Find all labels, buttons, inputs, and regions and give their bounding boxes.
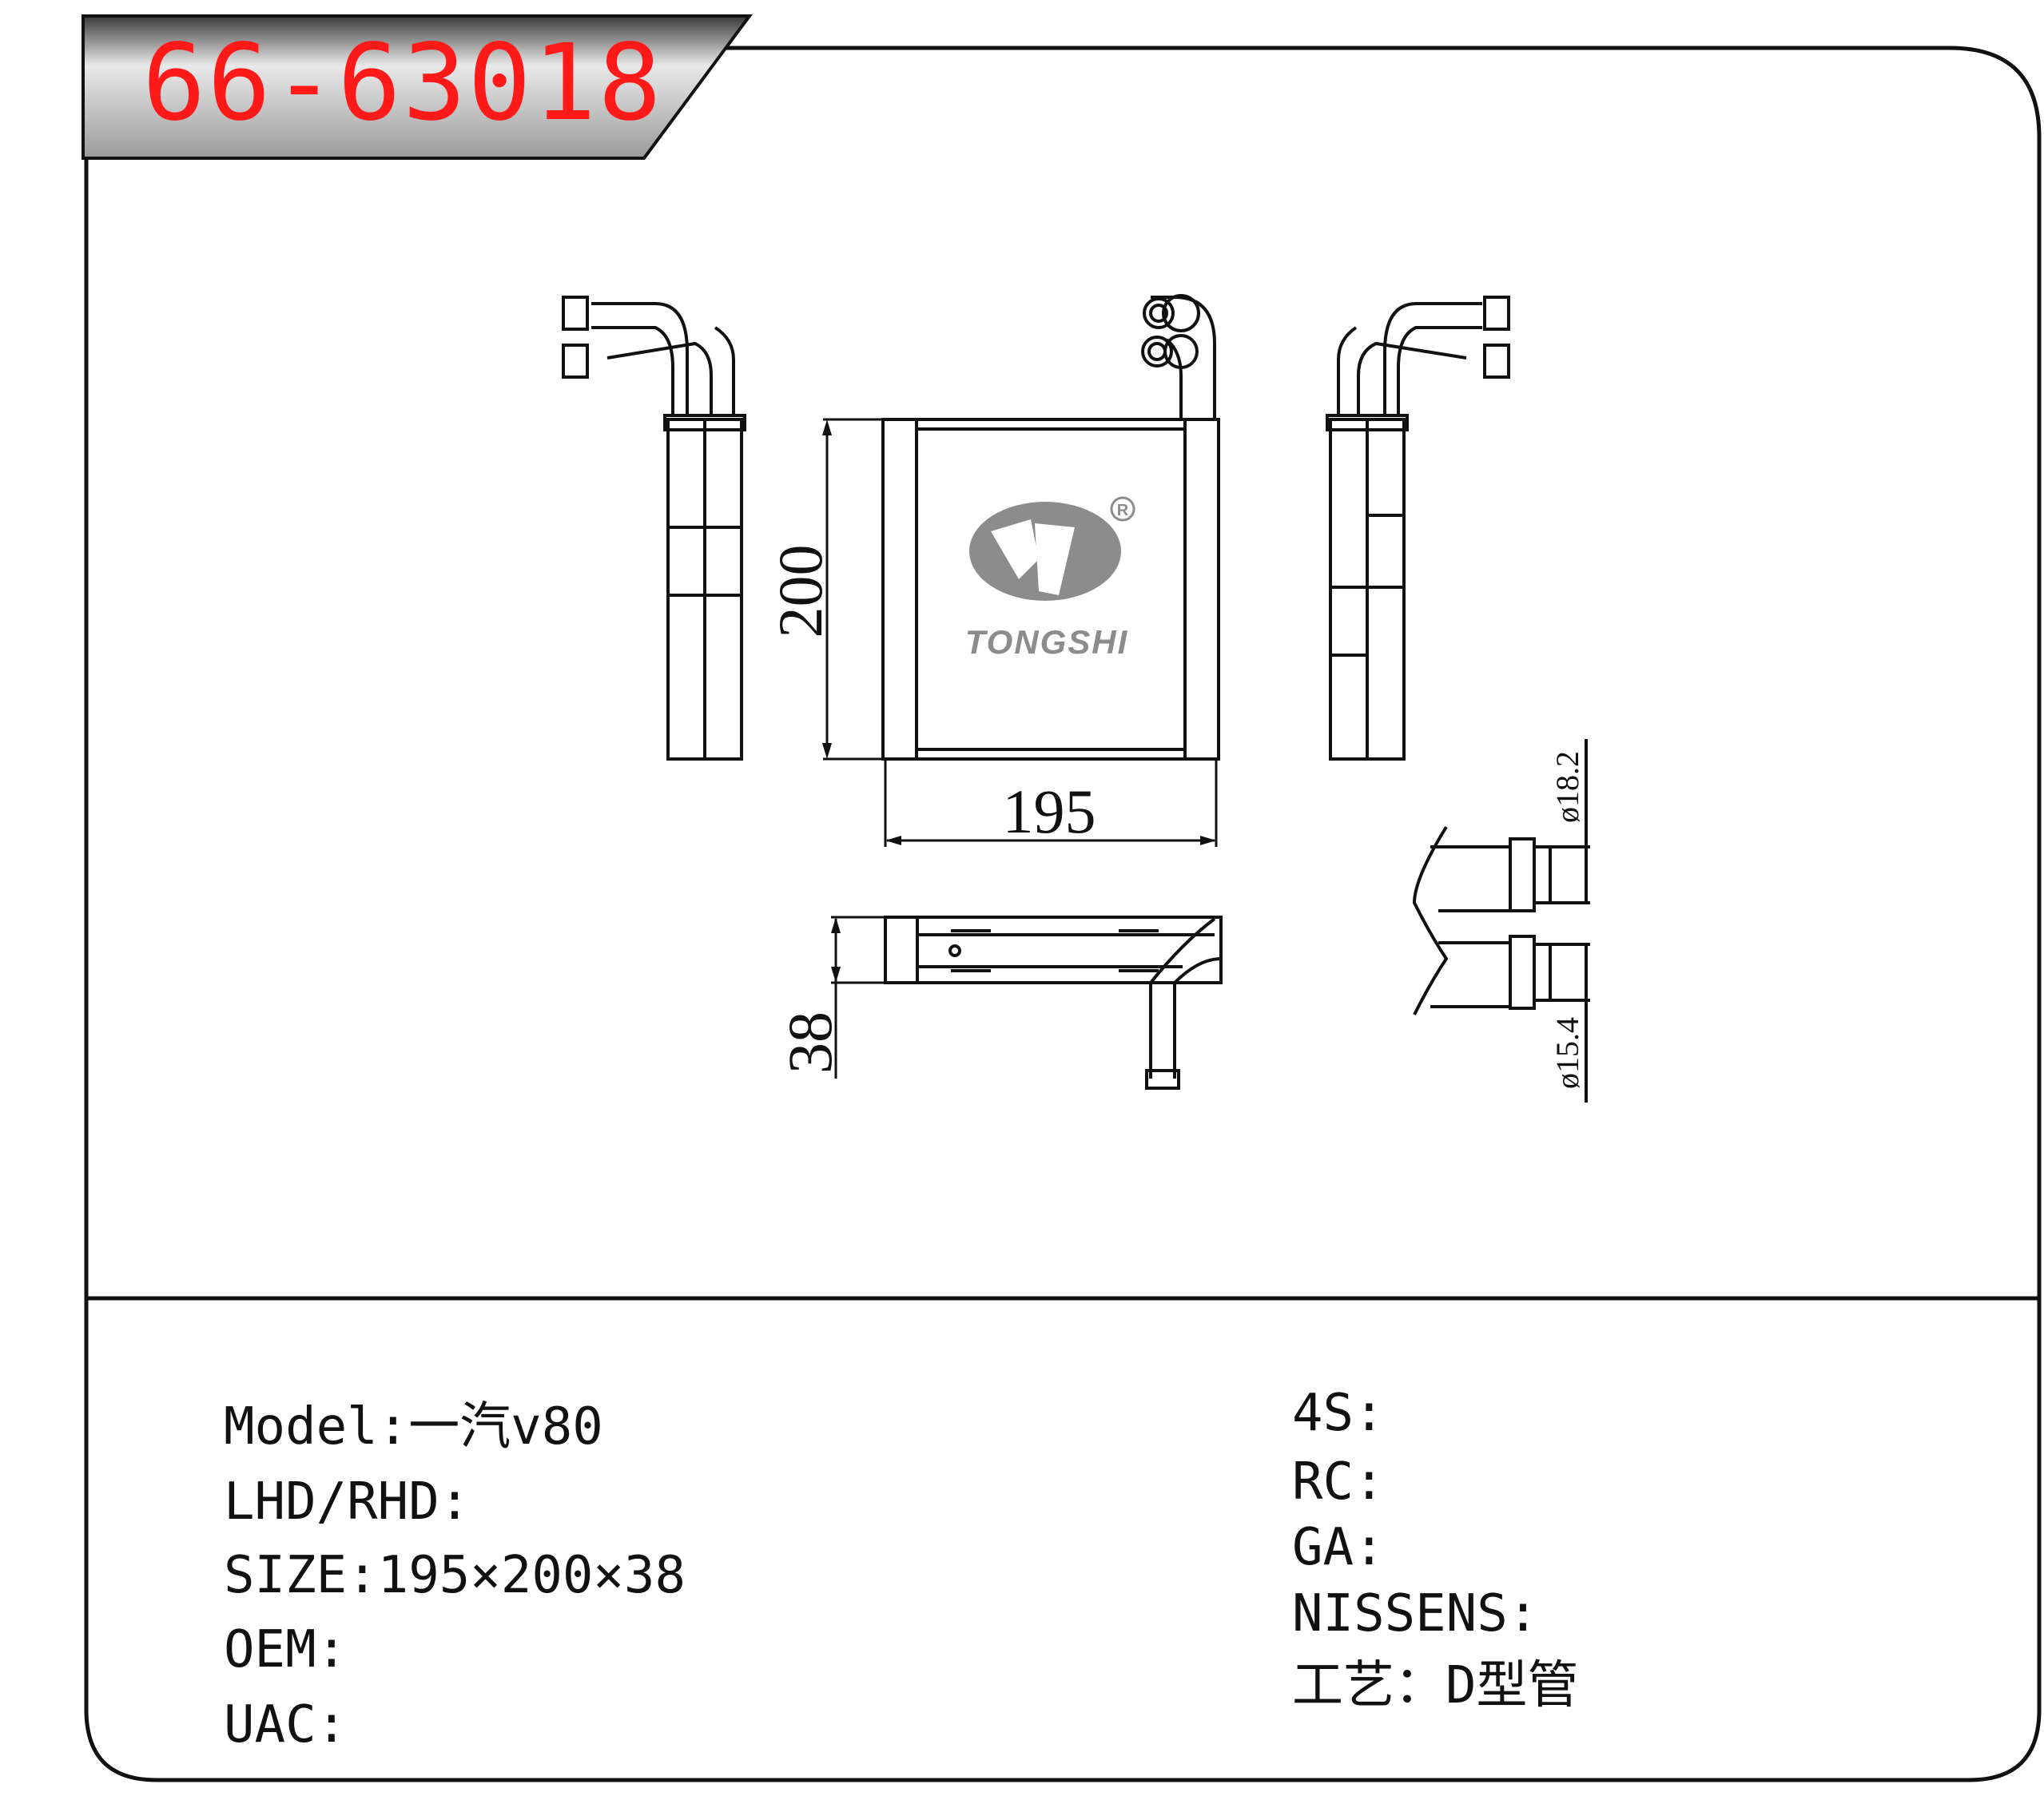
- dim-depth-label: 38: [775, 1011, 845, 1074]
- spec-rc: RC:: [1292, 1456, 1385, 1508]
- logo-text: TONGSHI: [965, 623, 1129, 661]
- spec-process: 工艺：D型管: [1292, 1660, 1579, 1711]
- dim-width-label: 195: [1003, 777, 1096, 846]
- dimension-height: [822, 418, 883, 761]
- top-view: [884, 916, 1223, 1090]
- spec-process-label: 工艺：: [1292, 1656, 1446, 1715]
- dim-height-label: 200: [766, 545, 835, 638]
- dimension-width: [884, 759, 1218, 847]
- dim-pipe-small: ø15.4: [1549, 1017, 1585, 1089]
- spec-nissens-label: NISSENS:: [1292, 1584, 1539, 1643]
- spec-4s-label: 4S:: [1292, 1384, 1385, 1443]
- spec-lhd-rhd-label: LHD/RHD:: [224, 1472, 471, 1532]
- header-banner: [82, 14, 753, 160]
- spec-uac: UAC:: [224, 1699, 347, 1750]
- part-number: 66-63018: [142, 22, 663, 145]
- spec-nissens: NISSENS:: [1292, 1588, 1538, 1639]
- spec-uac-label: UAC:: [224, 1695, 348, 1754]
- spec-model-label: Model:: [224, 1397, 409, 1456]
- spec-lhd-rhd: LHD/RHD:: [224, 1476, 470, 1528]
- spec-rc-label: RC:: [1292, 1452, 1385, 1512]
- spec-ga-label: GA:: [1292, 1518, 1385, 1577]
- registered-mark: R: [1117, 502, 1129, 519]
- front-view: [881, 294, 1220, 761]
- dimension-depth: [831, 916, 885, 1079]
- spec-oem-label: OEM:: [224, 1620, 348, 1679]
- spec-process-value: D型管: [1446, 1656, 1579, 1715]
- spec-size-label: SIZE:: [224, 1546, 378, 1605]
- spec-size-value: 195×200×38: [377, 1546, 686, 1605]
- right-side-view: [1326, 296, 1510, 761]
- spec-model-value: 一汽v80: [408, 1397, 603, 1456]
- pipe-detail: [1412, 739, 1590, 1103]
- spec-oem: OEM:: [224, 1624, 347, 1675]
- spec-size: SIZE:195×200×38: [224, 1550, 686, 1601]
- left-side-view: [562, 296, 746, 761]
- tongshi-logo: R TONGSHI: [965, 496, 1135, 661]
- dim-pipe-large: ø18.2: [1549, 751, 1585, 823]
- spec-4s: 4S:: [1292, 1388, 1385, 1439]
- spec-ga: GA:: [1292, 1522, 1385, 1573]
- spec-model: Model:一汽v80: [224, 1401, 603, 1452]
- outer-frame: [84, 46, 2042, 1782]
